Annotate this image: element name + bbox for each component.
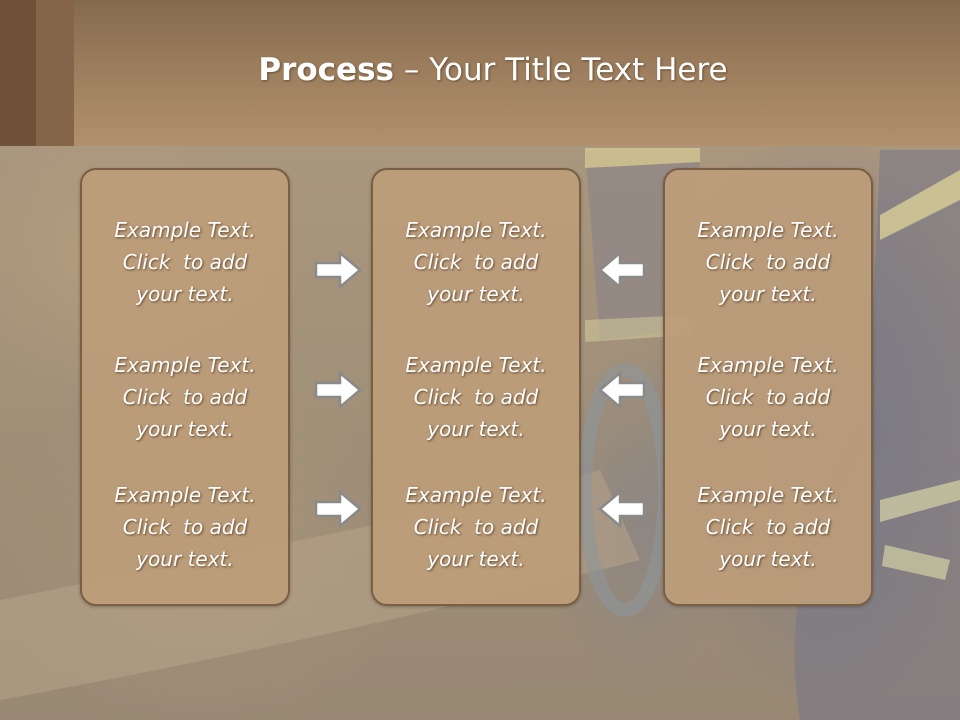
text-line: Click to add: [413, 250, 539, 274]
text-placeholder[interactable]: Example Text. Click to add your text.: [82, 479, 288, 575]
text-line: Click to add: [413, 385, 539, 409]
text-line: your text.: [427, 417, 525, 441]
text-line: your text.: [136, 547, 234, 571]
text-line: your text.: [427, 282, 525, 306]
left-arrow-icon[interactable]: [597, 489, 647, 529]
title-bold: Process: [258, 52, 394, 88]
text-placeholder[interactable]: Example Text. Click to add your text.: [665, 349, 871, 445]
text-line: Click to add: [413, 515, 539, 539]
process-box-left[interactable]: Example Text. Click to add your text. Ex…: [80, 168, 290, 606]
text-line: Click to add: [122, 250, 248, 274]
text-line: your text.: [719, 547, 817, 571]
text-line: your text.: [136, 282, 234, 306]
text-line: Example Text.: [114, 483, 256, 507]
text-line: Click to add: [122, 385, 248, 409]
process-box-right[interactable]: Example Text. Click to add your text. Ex…: [663, 168, 873, 606]
text-line: Example Text.: [697, 483, 839, 507]
text-line: your text.: [719, 417, 817, 441]
text-placeholder[interactable]: Example Text. Click to add your text.: [82, 349, 288, 445]
text-placeholder[interactable]: Example Text. Click to add your text.: [373, 214, 579, 310]
text-placeholder[interactable]: Example Text. Click to add your text.: [82, 214, 288, 310]
text-line: Example Text.: [114, 353, 256, 377]
text-line: your text.: [719, 282, 817, 306]
text-line: Example Text.: [405, 218, 547, 242]
text-line: Example Text.: [697, 218, 839, 242]
header-accent-stripe: [0, 0, 36, 146]
text-line: Example Text.: [405, 353, 547, 377]
text-line: Example Text.: [405, 483, 547, 507]
right-arrow-icon[interactable]: [313, 489, 363, 529]
title-rest: – Your Title Text Here: [394, 52, 728, 88]
left-arrow-icon[interactable]: [597, 370, 647, 410]
text-line: Click to add: [705, 250, 831, 274]
text-line: Click to add: [122, 515, 248, 539]
text-line: your text.: [136, 417, 234, 441]
text-placeholder[interactable]: Example Text. Click to add your text.: [665, 479, 871, 575]
text-placeholder[interactable]: Example Text. Click to add your text.: [373, 349, 579, 445]
text-placeholder[interactable]: Example Text. Click to add your text.: [665, 214, 871, 310]
right-arrow-icon[interactable]: [313, 250, 363, 290]
text-line: Example Text.: [114, 218, 256, 242]
slide-title[interactable]: Process – Your Title Text Here: [0, 52, 960, 88]
left-arrow-icon[interactable]: [597, 250, 647, 290]
text-line: Example Text.: [697, 353, 839, 377]
text-line: Click to add: [705, 385, 831, 409]
text-placeholder[interactable]: Example Text. Click to add your text.: [373, 479, 579, 575]
text-line: Click to add: [705, 515, 831, 539]
text-line: your text.: [427, 547, 525, 571]
title-band: Process – Your Title Text Here: [0, 0, 960, 146]
header-accent-stripe-light: [36, 0, 74, 146]
right-arrow-icon[interactable]: [313, 370, 363, 410]
process-box-center[interactable]: Example Text. Click to add your text. Ex…: [371, 168, 581, 606]
